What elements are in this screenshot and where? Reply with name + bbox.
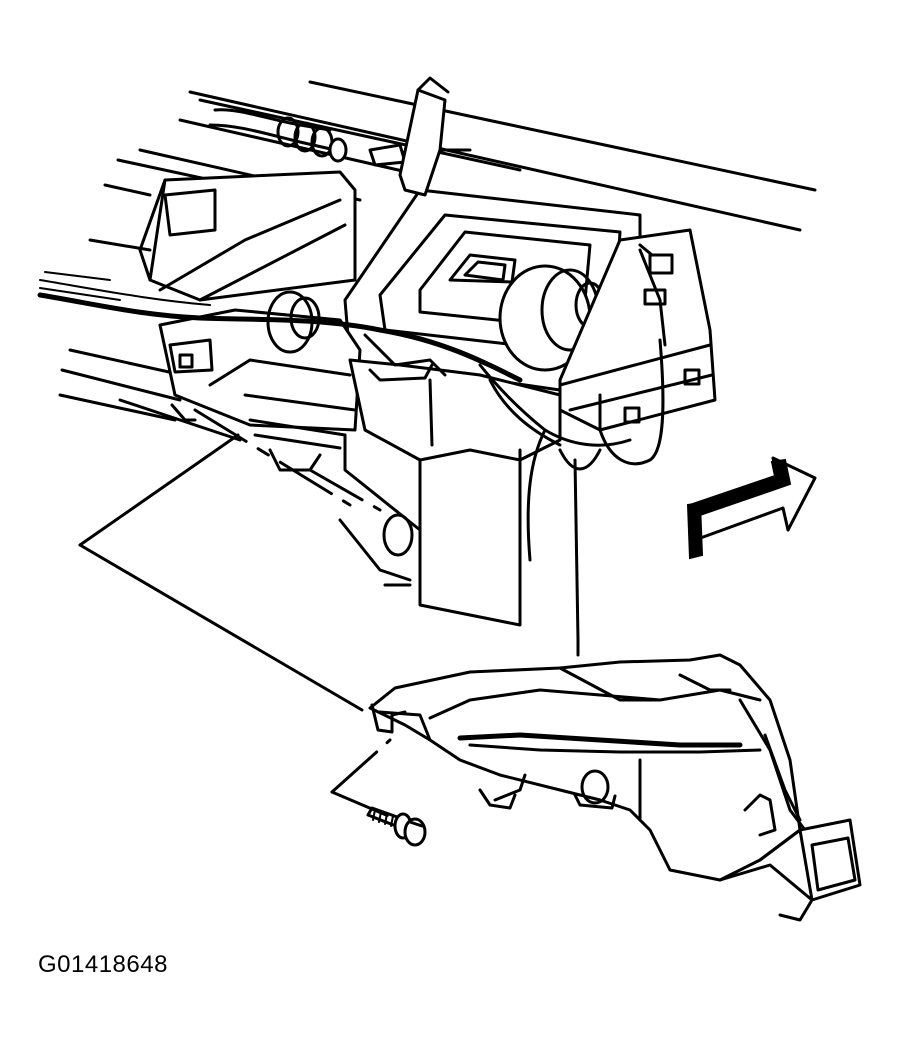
heater-case (338, 333, 580, 642)
alignment-lines (78, 408, 580, 822)
retaining-bolt-icon (366, 806, 427, 847)
wiring-harness (37, 243, 667, 562)
floor-air-duct (368, 653, 862, 922)
direction-arrow-icon (686, 456, 817, 560)
blower-housing (343, 76, 717, 432)
figure-id-label: G01418648 (38, 951, 168, 978)
instrument-panel-carrier (58, 80, 817, 442)
